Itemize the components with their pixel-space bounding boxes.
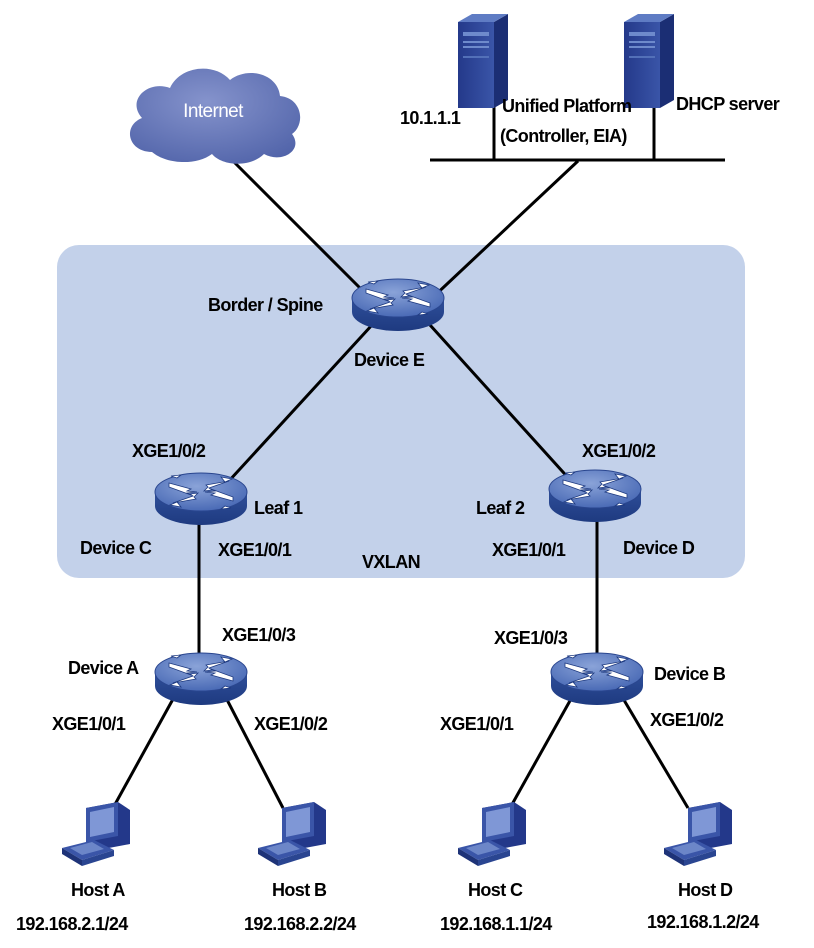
leaf1-up-port-label: XGE1/0/2 (132, 441, 206, 461)
leaf1-device-name: Device C (80, 538, 152, 558)
host-a-ip: 192.168.2.1/24 (16, 914, 128, 934)
host-c-name: Host C (468, 880, 523, 900)
link-deviceA-hostA (111, 689, 180, 809)
device-c-switch-icon (154, 472, 248, 526)
device-d-switch-icon (548, 469, 642, 523)
internet-cloud-icon: Internet (129, 68, 301, 164)
host-b-computer-icon (258, 802, 326, 866)
device-b-port2-label: XGE1/0/2 (650, 710, 724, 730)
device-b-up-port-label: XGE1/0/3 (494, 628, 568, 648)
link-deviceB-hostC (508, 689, 578, 809)
leaf2-up-port-label: XGE1/0/2 (582, 441, 656, 461)
internet-label: Internet (183, 101, 244, 122)
device-a-switch-icon (154, 652, 248, 706)
platform-ip-label: 10.1.1.1 (400, 108, 461, 128)
platform-name-line1: Unified Platform (502, 96, 631, 116)
link-servers-spine (428, 159, 580, 302)
leaf2-down-port-label: XGE1/0/1 (492, 540, 566, 560)
device-b-port1-label: XGE1/0/1 (440, 714, 514, 734)
device-a-port2-label: XGE1/0/2 (254, 714, 328, 734)
platform-name-line2: (Controller, EIA) (500, 126, 627, 146)
host-d-name: Host D (678, 880, 733, 900)
link-spine-leaf2 (428, 323, 574, 484)
vxlan-label: VXLAN (362, 552, 420, 572)
link-deviceB-hostD (616, 689, 690, 809)
device-a-up-port-label: XGE1/0/3 (222, 625, 296, 645)
link-spine-leaf1 (226, 323, 374, 484)
host-c-ip: 192.168.1.1/24 (440, 914, 552, 934)
leaf1-down-port-label: XGE1/0/1 (218, 540, 292, 560)
unified-platform-server-icon (458, 14, 508, 108)
leaf2-device-name: Device D (623, 538, 695, 558)
device-e-switch-icon (351, 278, 445, 332)
device-a-name: Device A (68, 658, 139, 678)
host-a-computer-icon (62, 802, 130, 866)
spine-device-name: Device E (354, 350, 425, 370)
host-a-name: Host A (71, 880, 125, 900)
leaf2-role-label: Leaf 2 (476, 498, 525, 518)
network-links (111, 158, 690, 809)
spine-role-label: Border / Spine (208, 295, 323, 315)
device-b-switch-icon (550, 652, 644, 706)
link-deviceA-hostB (220, 689, 285, 809)
host-b-name: Host B (272, 880, 327, 900)
device-a-port1-label: XGE1/0/1 (52, 714, 126, 734)
dhcp-server-icon (624, 14, 674, 108)
device-b-name: Device B (654, 664, 726, 684)
dhcp-server-label: DHCP server (676, 94, 780, 114)
host-d-computer-icon (664, 802, 732, 866)
host-c-computer-icon (458, 802, 526, 866)
host-d-ip: 192.168.1.2/24 (647, 912, 759, 932)
link-internet-spine (230, 158, 374, 302)
host-b-ip: 192.168.2.2/24 (244, 914, 356, 934)
leaf1-role-label: Leaf 1 (254, 498, 303, 518)
